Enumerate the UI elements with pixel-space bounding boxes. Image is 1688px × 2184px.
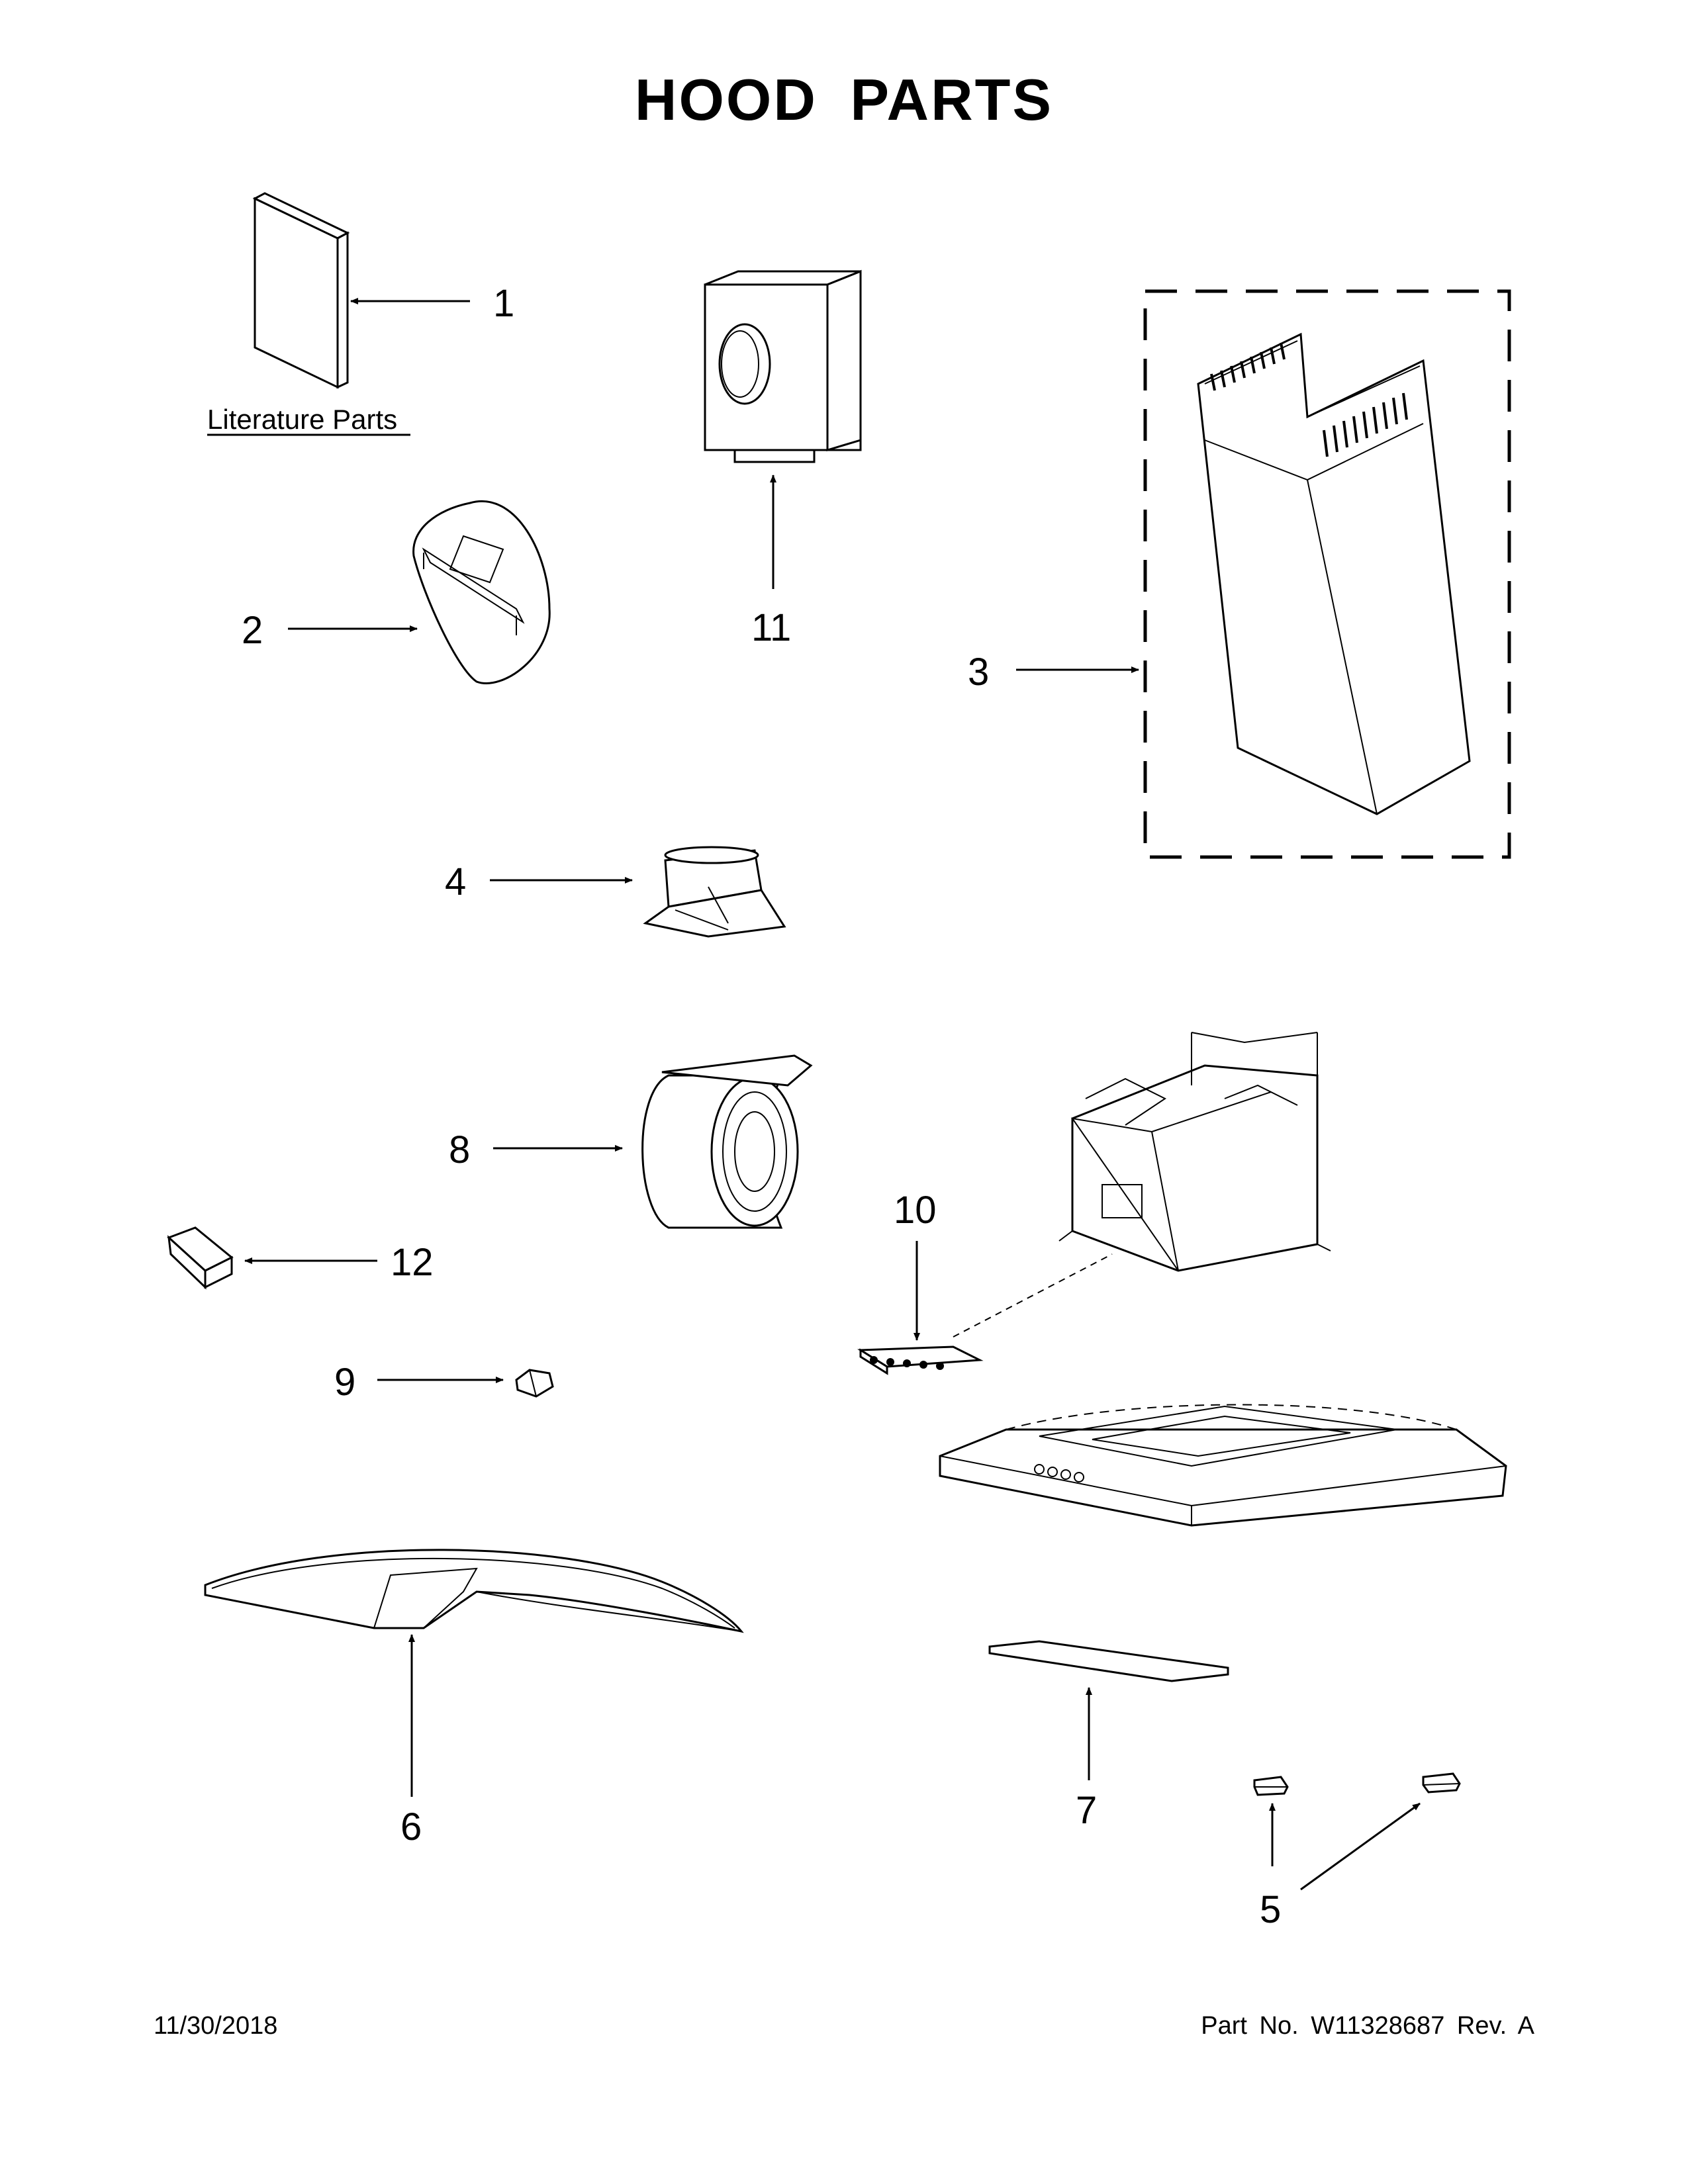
callout-7: 7: [1076, 1789, 1097, 1832]
callout-1: 1: [493, 282, 514, 325]
motor-housing-part[interactable]: [1058, 1032, 1331, 1272]
callout-arrow-5b: [1300, 1802, 1421, 1891]
chimney-part[interactable]: [1197, 332, 1471, 815]
transition-damper-part[interactable]: [643, 846, 786, 938]
junction-box-part[interactable]: [167, 1226, 234, 1290]
footer-part-number: Part No. W11328687 Rev. A: [1201, 2012, 1534, 2040]
assembly-leader-line: [953, 1253, 1113, 1338]
control-board-part[interactable]: [857, 1345, 984, 1375]
duct-adapter-box-part[interactable]: [704, 269, 862, 463]
callout-8: 8: [449, 1128, 470, 1171]
callout-3: 3: [968, 651, 989, 694]
callout-12: 12: [391, 1241, 434, 1284]
light-lens-part-left[interactable]: [1253, 1776, 1289, 1796]
page-title: HOOD PARTS: [634, 67, 1054, 132]
switch-part[interactable]: [515, 1369, 554, 1398]
literature-book-part[interactable]: [252, 192, 350, 389]
callout-11: 11: [751, 606, 791, 649]
callout-4: 4: [445, 860, 466, 903]
literature-parts-label: Literature Parts: [207, 404, 397, 435]
callout-5: 5: [1260, 1888, 1281, 1931]
footer-date: 11/30/2018: [154, 2012, 278, 2040]
light-lens-part-right[interactable]: [1422, 1772, 1461, 1794]
blower-part[interactable]: [641, 1054, 813, 1229]
hood-body-part[interactable]: [939, 1404, 1507, 1527]
chimney-assembly-outline: [1143, 289, 1511, 859]
callout-6: 6: [400, 1805, 422, 1848]
hardware-bag-part[interactable]: [412, 500, 551, 684]
callout-10: 10: [894, 1189, 937, 1232]
grease-filter-part[interactable]: [988, 1640, 1229, 1682]
glass-canopy-part[interactable]: [204, 1549, 744, 1633]
callout-9: 9: [334, 1361, 355, 1404]
callout-2: 2: [242, 609, 263, 652]
